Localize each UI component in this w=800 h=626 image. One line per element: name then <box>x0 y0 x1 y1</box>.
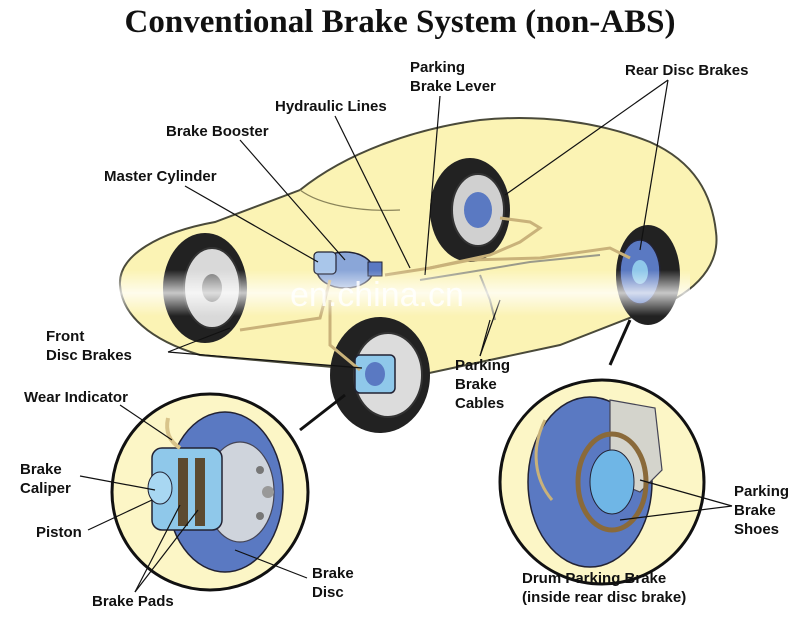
front-right-wheel <box>330 317 430 433</box>
label-rear-disc-brakes: Rear Disc Brakes <box>625 61 748 80</box>
label-brake-disc: Brake Disc <box>312 564 354 602</box>
front-brake-detail <box>112 394 308 590</box>
rear-left-wheel <box>430 158 510 262</box>
label-piston: Piston <box>36 523 82 542</box>
drum-parking-brake-detail <box>500 380 704 584</box>
front-brake-pad-inner <box>178 458 188 526</box>
rear-detail-connector <box>610 320 630 365</box>
label-parking-brake-shoes: Parking Brake Shoes <box>734 482 789 539</box>
label-brake-pads: Brake Pads <box>92 592 174 611</box>
front-brake-pad-outer <box>195 458 205 526</box>
front-detail-connector <box>300 395 345 430</box>
label-parking-brake-cables: Parking Brake Cables <box>455 356 510 413</box>
label-brake-booster: Brake Booster <box>166 122 269 141</box>
label-parking-brake-lever: Parking Brake Lever <box>410 58 496 96</box>
front-brake-piston <box>148 472 172 504</box>
watermark: en.china.cn <box>290 276 464 315</box>
label-front-disc-brakes: Front Disc Brakes <box>46 327 132 365</box>
label-drum-parking-brake: Drum Parking Brake (inside rear disc bra… <box>522 569 686 607</box>
label-hydraulic-lines: Hydraulic Lines <box>275 97 387 116</box>
label-brake-caliper: Brake Caliper <box>20 460 71 498</box>
label-wear-indicator: Wear Indicator <box>24 388 128 407</box>
label-master-cylinder: Master Cylinder <box>104 167 217 186</box>
